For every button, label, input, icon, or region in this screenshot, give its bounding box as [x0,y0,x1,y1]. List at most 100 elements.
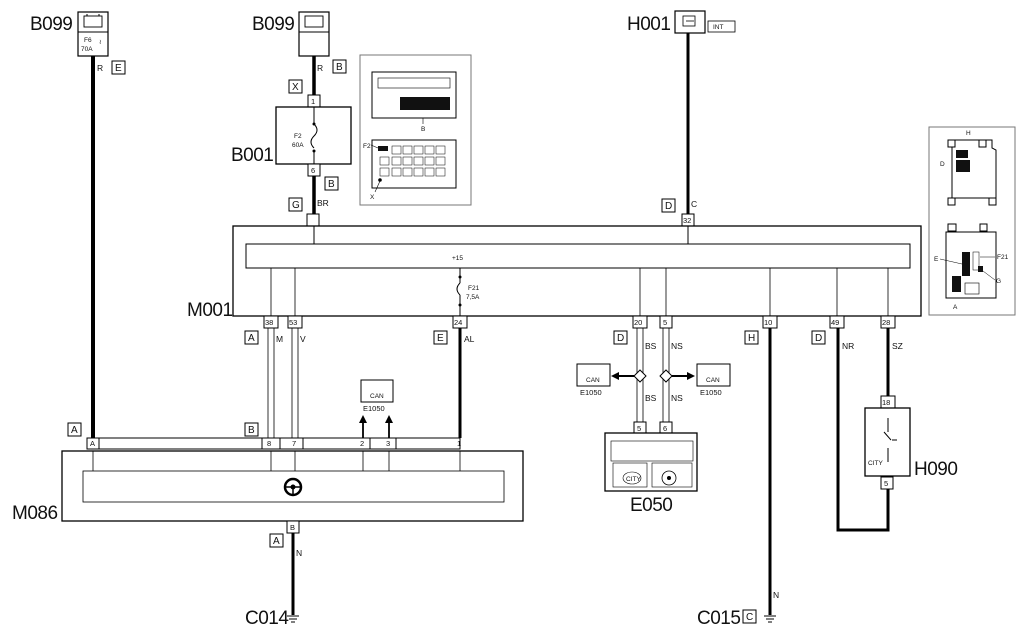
conn-c: C [746,612,753,623]
b099-left-code: B099 [30,14,72,35]
h090-city: CITY [868,460,883,467]
inset2-f21: F21 [997,254,1009,261]
pin-20: 20 [634,318,642,327]
inset1-f2: F2 [363,143,371,150]
h090-code: H090 [914,459,957,480]
f21-rating: 7,5A [466,294,480,301]
wire-label-bs: BS [645,341,657,351]
f2-name: F2 [294,133,302,140]
pin-1: 1 [311,97,315,106]
m086-code: M086 [12,503,58,524]
e050-city: CITY [626,476,641,483]
pin-28: 28 [882,318,890,327]
wire-label-nr: NR [842,341,854,351]
pin-m086-3: 3 [386,439,390,448]
f2-rating: 60A [292,142,304,149]
wire-label-br: BR [317,198,329,208]
city-icon [622,471,642,485]
inset1-b: B [421,126,425,133]
int-badge: INT [713,24,724,31]
wire-label-n2: N [773,590,779,600]
wire-label-r2: R [317,63,323,73]
conn-d-m001: D [617,333,624,344]
f6-rating: 70A [81,46,93,53]
can-links-m086: CAN E1050 [359,379,394,438]
pin-32: 32 [683,216,691,225]
pin-m086-b: B [290,523,295,532]
pin-m086-a: A [90,439,95,448]
key-icon [682,15,696,27]
h001-code: H001 [627,14,670,35]
wire-label-ns2: NS [671,393,683,403]
battery-icon [304,15,324,28]
conn-d-top: D [665,201,672,212]
h090: 18 CITY 5 H090 [864,395,958,490]
pin-5: 5 [663,318,667,327]
f6-name: F6 [84,37,92,44]
conn-e-m001: E [437,333,444,344]
f21-name: F21 [468,285,480,292]
inset2-h: H [966,130,971,137]
wires-lower: M V AL BS NS BS NS N NR SZ [267,328,903,615]
pin-49: 49 [831,318,839,327]
ground-icon [287,615,299,623]
inset2-d: D [940,161,945,168]
conn-a-m086: A [71,425,78,436]
inset1-x: X [370,194,375,201]
fuse-glyph: ≀ [99,39,101,46]
steering-wheel-icon [283,477,303,497]
c014: C014 [245,608,299,629]
c015-code: C015 [697,608,740,629]
wire-label-m: M [276,334,283,344]
inset2-e: E [934,256,939,263]
can-links-e050: CAN E1050 CAN E1050 [576,363,731,397]
e050-code: E050 [630,495,672,516]
b001-code: B001 [231,145,273,166]
pin-e050-5: 5 [637,424,641,433]
e1050-code-3: E1050 [363,404,385,413]
e1050-code-1: E1050 [580,388,602,397]
conn-x: X [292,82,299,93]
conn-h-m001: H [748,333,755,344]
c015: C015 C [697,608,776,629]
pin-m086-1: 1 [457,439,461,448]
inset-m001: H D F21 E G A [928,126,1016,316]
pin-10: 10 [764,318,772,327]
pin-m086-7: 7 [292,439,296,448]
conn-b: B [336,62,343,73]
m086: A B A 8 7 2 3 1 M086 B A N [12,422,524,558]
wire-label-al: AL [464,334,475,344]
pin-m086-8: 8 [267,439,271,448]
can-icon-label-1: CAN [586,377,600,384]
wire-label-bs2: BS [645,393,657,403]
e1050-code-2: E1050 [700,388,722,397]
wire-label-v: V [300,334,306,344]
can-icon-label-2: CAN [706,377,720,384]
m001: G BR 32 +15 F21 7,5A M001 38 53 24 20 [187,197,922,345]
conn-a-m086-bottom: A [273,536,280,547]
b099-mid: B099 R B [252,11,347,74]
inset-fusebox: B F2 X [359,54,472,206]
inset2-g: G [996,278,1001,285]
conn-a-m001: A [248,333,255,344]
conn-g: G [292,200,300,211]
conn-d2-m001: D [815,333,822,344]
pin-m086-2: 2 [360,439,364,448]
pin-h090-5: 5 [884,479,888,488]
inset2-a: A [953,304,958,311]
ground-icon [764,615,776,623]
conn-b2: B [328,179,335,190]
b099-left: B099 F6 70A ≀ R E [30,11,126,75]
e050: 5 6 CITY E050 [604,421,698,516]
pin-24: 24 [454,318,462,327]
h001: H001 INT [627,10,736,35]
conn-b-m086: B [248,425,255,436]
wire-label-ns: NS [671,341,683,351]
wire-label-n: N [296,548,302,558]
b001: X 1 F2 60A B001 6 B [231,79,352,191]
pin-38: 38 [265,318,273,327]
conn-e: E [115,63,122,74]
m001-code: M001 [187,300,233,321]
